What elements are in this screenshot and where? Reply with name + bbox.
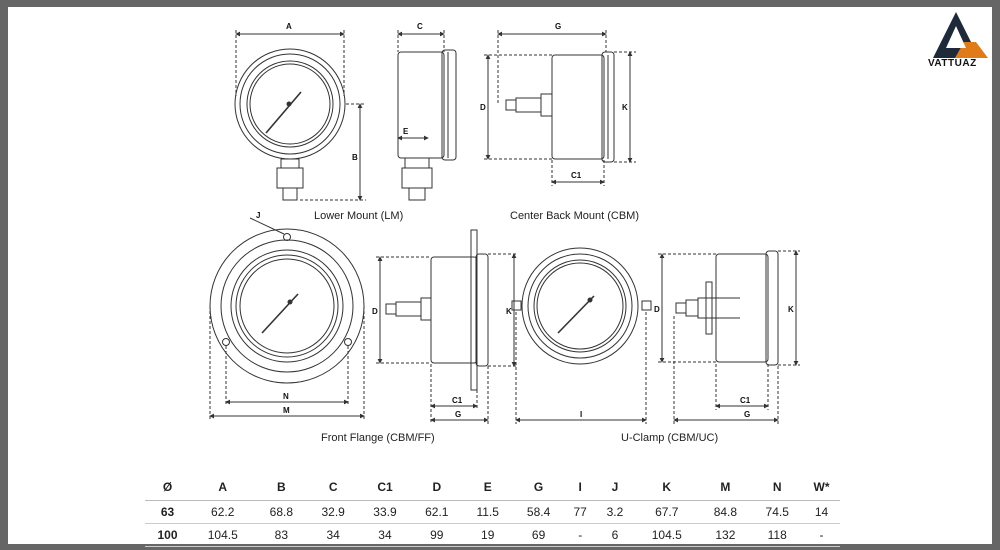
table-cell: 67.7 [634, 500, 700, 524]
caption-front-flange: Front Flange (CBM/FF) [321, 432, 435, 444]
dim-c1-clamp: C1 [740, 396, 751, 405]
header-cell: C [307, 474, 360, 501]
table-cell: 69 [512, 523, 565, 547]
dimension-labels: A B C E G D K C1 J N M D K C1 G I D K C1… [256, 22, 794, 419]
table-cell: 14 [803, 500, 840, 524]
u-clamp-side-view [675, 250, 779, 366]
header-cell: J [595, 474, 635, 501]
dim-d-clamp: D [654, 305, 660, 314]
header-cell: G [512, 474, 565, 501]
table-cell: 100 [145, 523, 191, 547]
dim-b: B [352, 153, 358, 162]
dim-m: M [283, 406, 290, 415]
front-flange-front-view [209, 228, 365, 384]
dim-k-top: K [622, 103, 628, 112]
dim-g-flange: G [455, 410, 461, 419]
center-back-mount-view [505, 51, 615, 163]
table-cell: 132 [699, 523, 752, 547]
header-cell: M [699, 474, 752, 501]
table-cell: 68.8 [255, 500, 308, 524]
table-cell: 99 [410, 523, 463, 547]
brand-name: VATTUAZ [928, 58, 977, 69]
table-cell: 118 [751, 523, 804, 547]
dim-d-flange: D [372, 307, 378, 316]
table-cell: 6 [595, 523, 635, 547]
dim-k-flange: K [506, 307, 512, 316]
table-cell: - [564, 523, 596, 547]
dim-c: C [417, 22, 423, 31]
lower-mount-side-view [397, 49, 457, 201]
table-row: 63 62.2 68.8 32.9 33.9 62.1 11.5 58.4 77… [145, 500, 840, 524]
header-cell: C1 [359, 474, 411, 501]
dim-a-top: A [286, 22, 292, 31]
table-cell: 104.5 [190, 523, 256, 547]
table-cell: 77 [564, 500, 596, 524]
header-cell: K [634, 474, 700, 501]
dim-i: I [580, 410, 582, 419]
vattuaz-logo [933, 12, 988, 58]
dim-c1-top: C1 [571, 171, 582, 180]
header-cell: A [190, 474, 256, 501]
table-cell: 58.4 [512, 500, 565, 524]
dim-d-top: D [480, 103, 486, 112]
table-cell: 74.5 [751, 500, 804, 524]
table-cell: 3.2 [595, 500, 635, 524]
table-cell: 34 [359, 523, 411, 547]
dim-j: J [256, 211, 260, 220]
table-cell: 62.2 [190, 500, 256, 524]
dim-e: E [403, 127, 409, 136]
table-header-row: Ø A B C C1 D E G I J K M N W* [145, 474, 840, 501]
table-cell: 32.9 [307, 500, 360, 524]
table-cell: 62.1 [410, 500, 463, 524]
dim-g-top: G [555, 22, 561, 31]
dim-g-clamp: G [744, 410, 750, 419]
header-cell: N [751, 474, 804, 501]
table-cell: 63 [145, 500, 191, 524]
dim-n: N [283, 392, 289, 401]
dim-c1-flange: C1 [452, 396, 463, 405]
header-cell: E [462, 474, 513, 501]
table-cell: 104.5 [634, 523, 700, 547]
caption-u-clamp: U-Clamp (CBM/UC) [621, 432, 718, 444]
header-cell: I [564, 474, 596, 501]
header-cell: W* [803, 474, 840, 501]
lower-mount-front-view [234, 48, 346, 201]
caption-lower-mount: Lower Mount (LM) [314, 210, 403, 222]
table-cell: - [803, 523, 840, 547]
table-row: 100 104.5 83 34 34 99 19 69 - 6 104.5 13… [145, 523, 840, 547]
header-cell: D [410, 474, 463, 501]
table-cell: 19 [462, 523, 513, 547]
dim-k-clamp: K [788, 305, 794, 314]
table-cell: 34 [307, 523, 360, 547]
table-cell: 83 [255, 523, 308, 547]
header-cell: B [255, 474, 308, 501]
table-cell: 11.5 [462, 500, 513, 524]
front-flange-side-view [385, 229, 489, 391]
table-cell: 84.8 [699, 500, 752, 524]
caption-center-back: Center Back Mount (CBM) [510, 210, 639, 222]
dimension-table: Ø A B C C1 D E G I J K M N W* 63 62.2 68… [145, 474, 840, 547]
header-cell: Ø [145, 474, 191, 501]
table-cell: 33.9 [359, 500, 411, 524]
u-clamp-front-view [511, 247, 652, 365]
